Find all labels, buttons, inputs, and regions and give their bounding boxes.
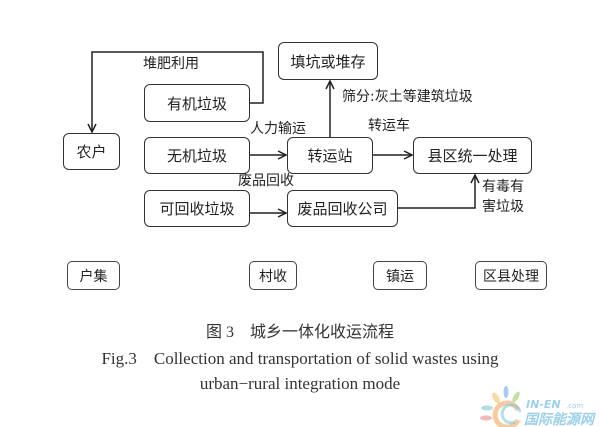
node-recyclable-waste: 可回收垃圾 [144,190,250,227]
label-toxic-1: 有毒有 [482,179,524,195]
node-recycling-company: 废品回收公司 [287,190,398,227]
arrow-company-to-county [398,175,475,209]
node-farmer: 农户 [63,133,120,170]
node-inorganic-waste: 无机垃圾 [144,137,250,174]
caption-en-2: urban−rural integration mode [199,374,401,393]
watermark-brand-en: IN-EN [526,398,561,411]
node-organic-waste: 有机垃圾 [144,84,250,122]
stage-village: 村收 [249,261,297,290]
node-fill-storage: 填坑或堆存 [278,42,378,80]
node-transfer-station: 转运站 [287,137,373,174]
stage-town: 镇运 [373,261,427,290]
watermark-brand-suffix: .com [566,402,583,410]
label-transfer-truck: 转运车 [368,118,410,134]
node-county-processing: 县区统一处理 [413,137,532,174]
stage-county: 区县处理 [475,261,547,290]
label-toxic-2: 害垃圾 [482,199,524,215]
label-manual-transport: 人力输运 [250,121,306,137]
stage-household: 户集 [67,261,120,290]
label-compost: 堆肥利用 [143,56,199,72]
sun-logo-icon: IN-EN .com 国际能源网 [480,386,596,427]
caption-cn: 图 3 城乡一体化收运流程 [205,324,394,341]
label-waste-recycling: 废品回收 [238,173,294,189]
watermark-brand-cn: 国际能源网 [524,411,596,427]
label-screening: 筛分:灰土等建筑垃圾 [342,89,473,105]
arrow-organic-to-farmer [92,51,264,132]
watermark-logo: IN-EN .com 国际能源网 [460,382,600,427]
caption-en-1: Fig.3 Collection and transportation of s… [101,349,499,368]
